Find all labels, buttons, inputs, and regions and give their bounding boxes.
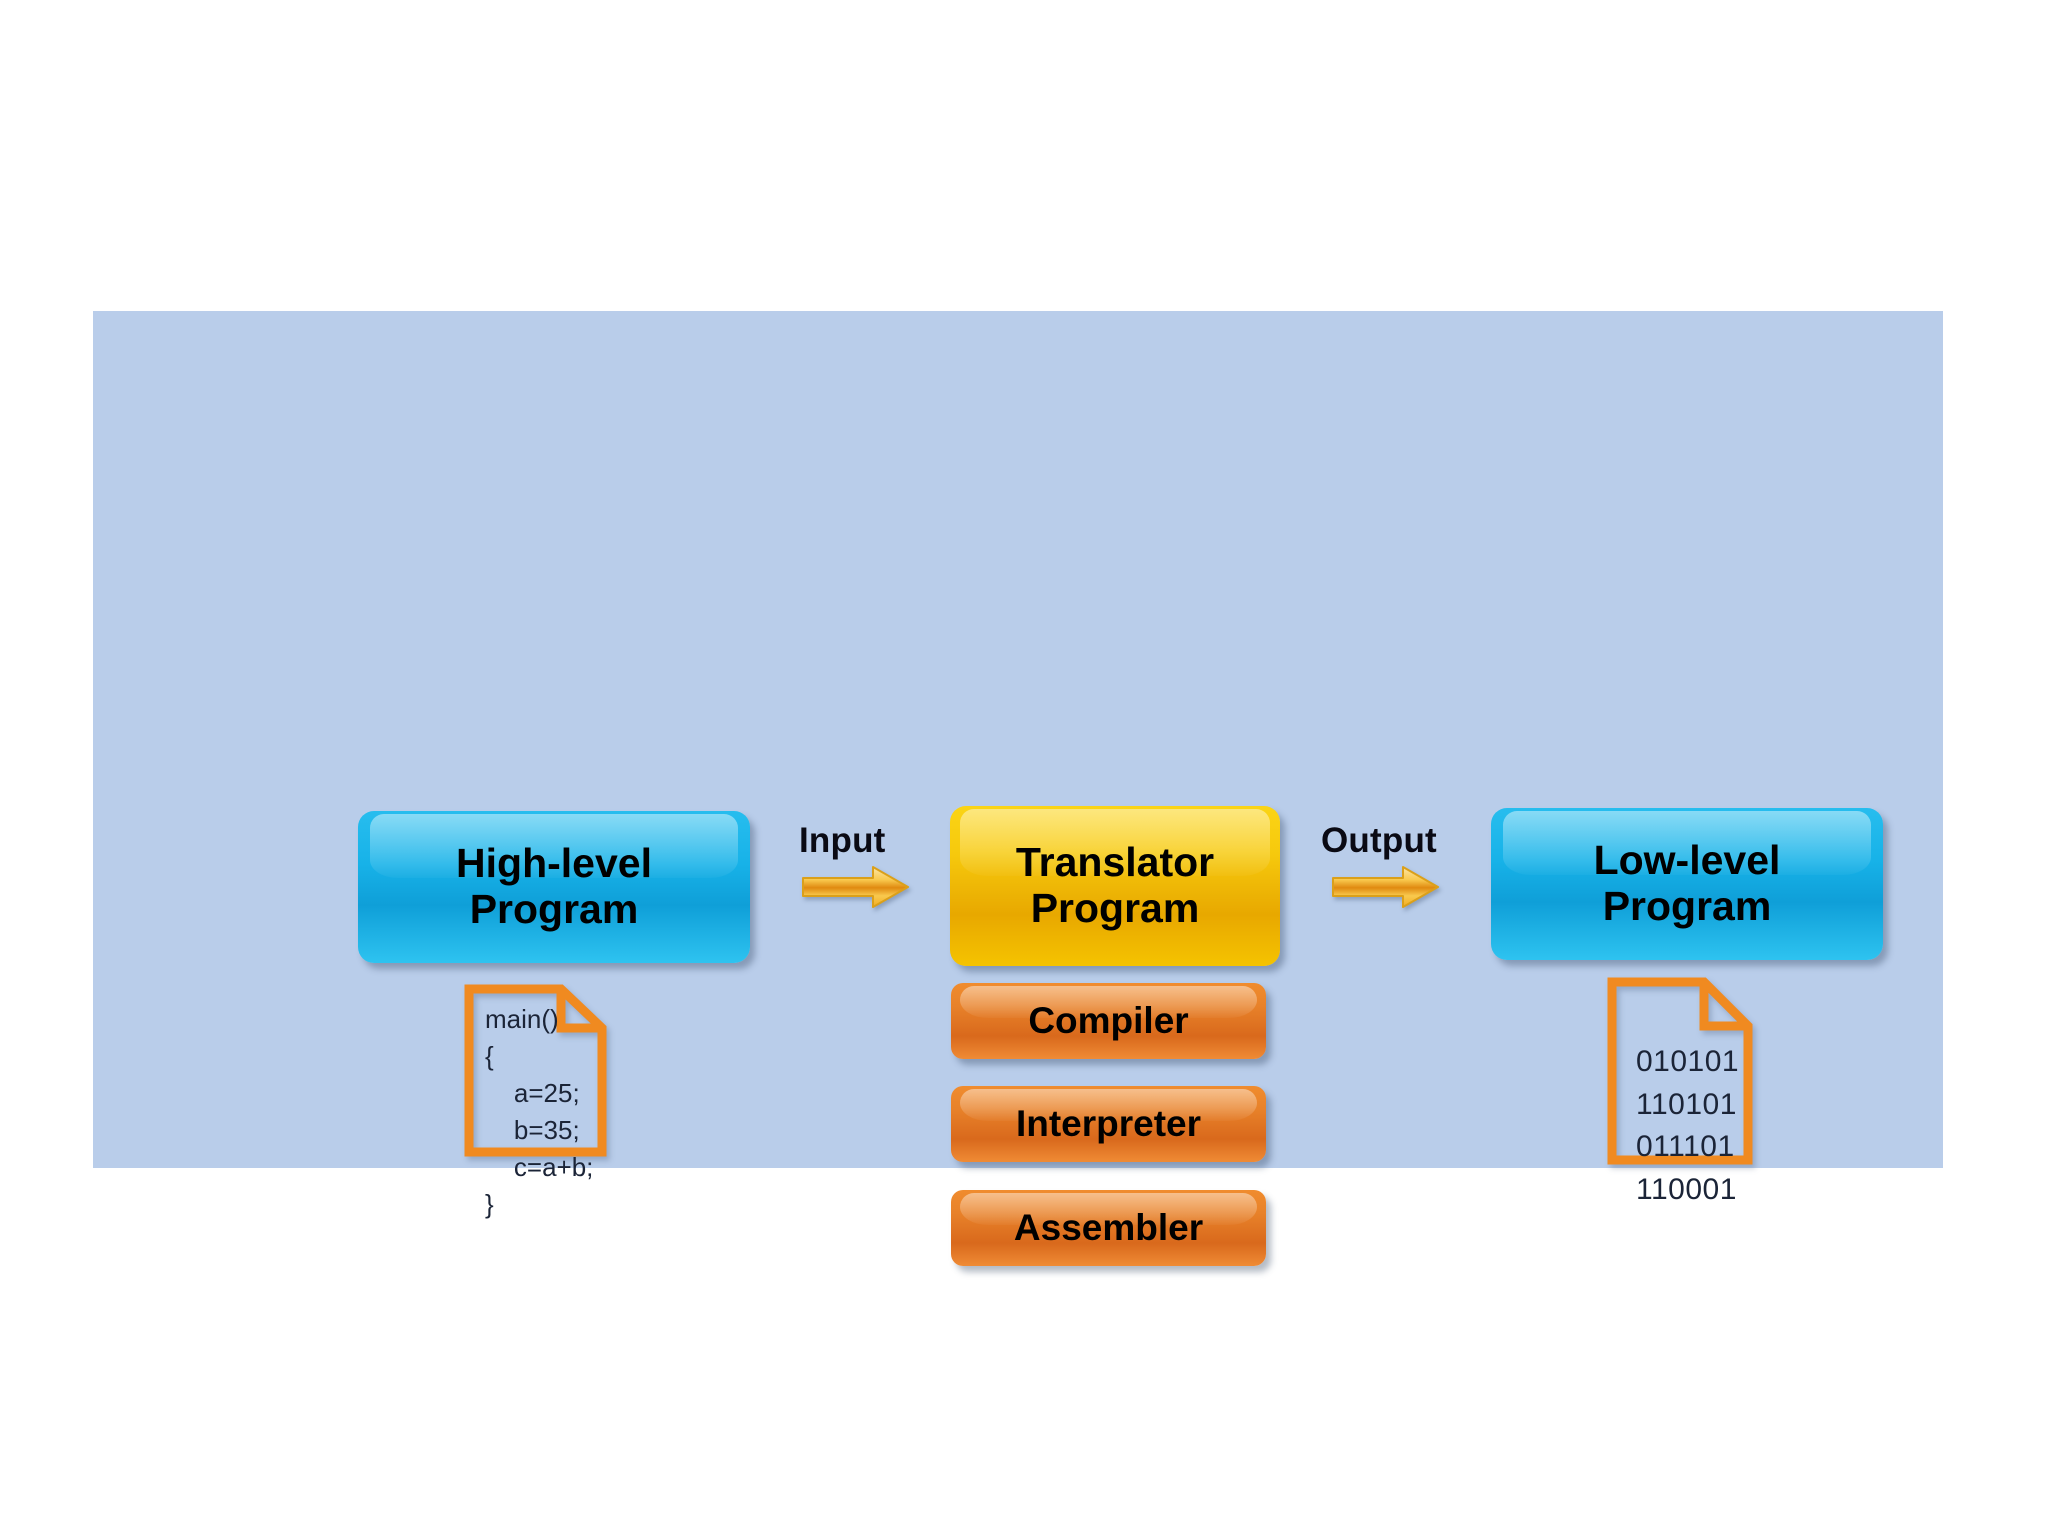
document-binary-text: 010101 110101 011101 110001 (1636, 1045, 1740, 1206)
node-assembler[interactable]: Assembler (951, 1190, 1266, 1266)
flow-label-output: Output (1321, 821, 1437, 860)
node-low-level-program[interactable]: Low-level Program (1491, 808, 1883, 960)
flow-label-input: Input (799, 821, 886, 860)
document-source-code-icon (463, 983, 608, 1163)
node-interpreter-label: Interpreter (1015, 1103, 1202, 1145)
node-assembler-label: Assembler (1013, 1207, 1204, 1249)
arrow-output-icon (1331, 864, 1441, 915)
node-translator-program[interactable]: Translator Program (950, 806, 1280, 966)
node-compiler-label: Compiler (1028, 1000, 1189, 1042)
document-binary-icon (1606, 976, 1754, 1171)
node-compiler[interactable]: Compiler (951, 983, 1266, 1059)
document-source-code-text: main() { a=25; b=35; c=a+b; } (485, 1004, 594, 1219)
node-low-level-program-line2: Program (1602, 883, 1772, 929)
node-translator-program-line2: Program (1030, 885, 1200, 931)
node-translator-program-line1: Translator (1015, 839, 1215, 886)
node-low-level-program-line1: Low-level (1593, 837, 1781, 884)
node-high-level-program[interactable]: High-level Program (358, 811, 750, 963)
node-interpreter[interactable]: Interpreter (951, 1086, 1266, 1162)
node-high-level-program-line2: Program (469, 886, 639, 932)
diagram-canvas: High-level Program Input Translator Prog… (93, 311, 1943, 1266)
node-high-level-program-line1: High-level (456, 840, 652, 887)
arrow-input-icon (801, 864, 911, 915)
